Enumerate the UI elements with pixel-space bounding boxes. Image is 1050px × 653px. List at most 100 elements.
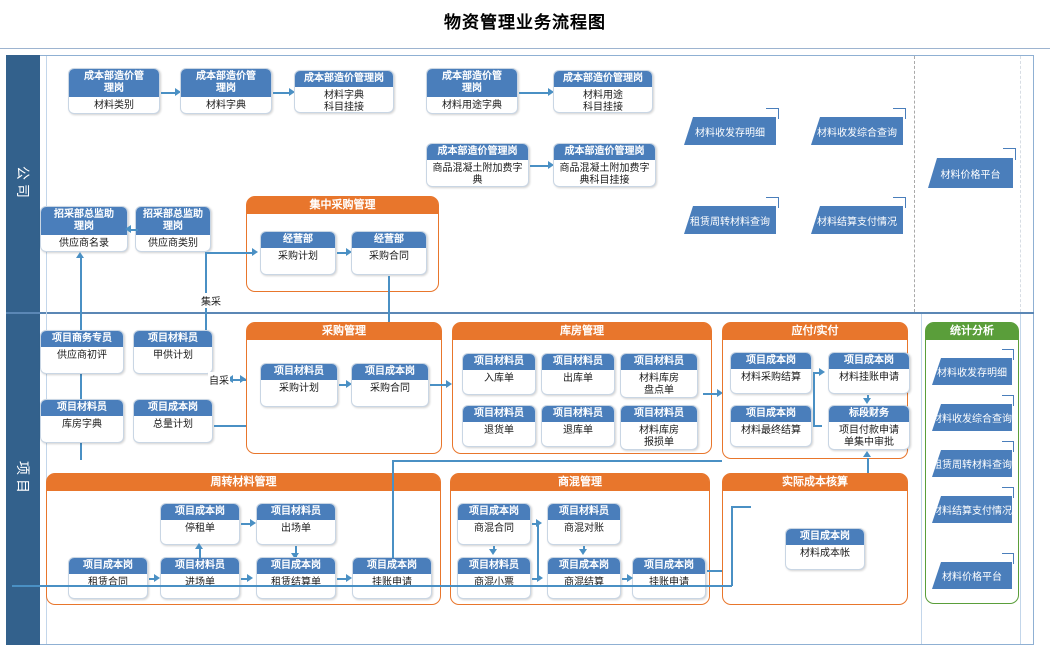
box-central-purchase-plan[interactable]: 经营部 采购计划 [260, 231, 336, 275]
connector [813, 372, 815, 426]
box-payment-application-approval[interactable]: 标段财务 项目付款申请 单集中审批 [828, 405, 910, 450]
box-return-to-warehouse[interactable]: 项目材料员 退库单 [541, 405, 615, 447]
box-warehouse-stocktake[interactable]: 项目材料员 材料库房 盘点单 [620, 353, 698, 398]
box-material-dictionary[interactable]: 成本部造价管 理岗 材料字典 [180, 68, 272, 114]
box-project-purchase-contract[interactable]: 项目成本岗 采购合同 [351, 363, 429, 407]
page-title: 物资管理业务流程图 [444, 13, 606, 32]
box-return-to-supplier[interactable]: 项目材料员 退货单 [462, 405, 536, 447]
stats-report-material-settlement-payment[interactable]: 材料结算支付情况 [932, 496, 1012, 523]
connector [129, 229, 138, 231]
box-supplier-category[interactable]: 招采部总监助 理岗 供应商类别 [135, 206, 211, 252]
box-stop-rent-order[interactable]: 项目成本岗 停租单 [160, 503, 240, 545]
box-material-final-settlement[interactable]: 项目成本岗 材料最终结算 [730, 405, 812, 447]
task-label: 出场单 [281, 523, 311, 534]
box-concrete-reconciliation[interactable]: 项目材料员 商混对账 [547, 503, 621, 545]
lane-label-company: 公司 [6, 55, 40, 312]
role-label: 项目成本岗 [458, 504, 530, 520]
box-warehouse-loss-report[interactable]: 项目材料员 材料库房 报损单 [620, 405, 698, 450]
task-label: 材料库房 报损单 [639, 425, 679, 448]
report-corner-mark [766, 197, 779, 208]
connector [530, 165, 551, 167]
report-label: 租赁周转材料查询 [932, 460, 1012, 471]
box-concrete-surcharge-subject-link[interactable]: 成本部造价管理岗 商品混凝土附加费字 典科目挂接 [553, 143, 656, 187]
arrow-head [291, 553, 299, 559]
role-label: 项目成本岗 [786, 529, 864, 545]
box-concrete-ticket[interactable]: 项目材料员 商混小票 [457, 557, 531, 599]
connector [867, 395, 869, 400]
connector [339, 384, 349, 386]
role-label: 成本部造价管理岗 [427, 144, 528, 160]
box-material-payable-application[interactable]: 项目成本岗 材料挂账申请 [828, 352, 910, 394]
box-lease-contract[interactable]: 项目成本岗 租赁合同 [68, 557, 148, 599]
box-lease-settlement-order[interactable]: 项目成本岗 租赁结算单 [256, 557, 336, 599]
task-label: 租赁合同 [88, 577, 128, 588]
box-central-purchase-contract[interactable]: 经营部 采购合同 [351, 231, 427, 275]
box-material-usage-dictionary[interactable]: 成本部造价管 理岗 材料用途字典 [426, 68, 518, 114]
box-total-quantity-plan[interactable]: 项目成本岗 总量计划 [133, 399, 213, 443]
box-enter-site-order[interactable]: 项目材料员 进场单 [160, 557, 240, 599]
box-material-dict-subject-link[interactable]: 成本部造价管理岗 材料字典 科目挂接 [294, 70, 394, 113]
edge-label-central-purchase: 集采 [200, 293, 222, 308]
box-turnover-payable-application[interactable]: 项目成本岗 挂账申请 [352, 557, 432, 599]
box-material-purchase-settlement[interactable]: 项目成本岗 材料采购结算 [730, 352, 812, 394]
group-actual-cost-accounting: 实际成本核算 [722, 473, 908, 605]
box-supplier-preliminary-review[interactable]: 项目商务专员 供应商初评 [40, 330, 124, 374]
report-lease-turnover-query[interactable]: 租赁周转材料查询 [684, 206, 776, 234]
box-concrete-surcharge-dictionary[interactable]: 成本部造价管理岗 商品混凝土附加费字 典 [426, 143, 529, 187]
guide-line-project-right [1020, 314, 1021, 644]
group-title: 商混管理 [451, 474, 709, 491]
stats-report-material-receipt-detail[interactable]: 材料收发存明细 [932, 358, 1012, 385]
box-supplier-directory[interactable]: 招采部总监助 理岗 供应商名录 [40, 206, 128, 252]
report-label: 材料收发存明细 [937, 368, 1007, 379]
task-label: 商混合同 [474, 523, 514, 534]
box-concrete-contract[interactable]: 项目成本岗 商混合同 [457, 503, 531, 545]
report-material-price-platform[interactable]: 材料价格平台 [928, 158, 1013, 188]
connector [493, 546, 495, 551]
connector [80, 330, 82, 460]
connector [731, 506, 751, 508]
report-material-receipt-query[interactable]: 材料收发综合查询 [811, 117, 903, 145]
box-warehouse-dictionary[interactable]: 项目材料员 库房字典 [40, 399, 124, 443]
report-material-settlement-payment[interactable]: 材料结算支付情况 [811, 206, 903, 234]
connector [161, 92, 177, 94]
task-label: 退货单 [484, 425, 514, 436]
task-label: 甲供计划 [153, 350, 193, 361]
connector [12, 585, 732, 587]
group-title: 周转材料管理 [47, 474, 440, 491]
role-label: 经营部 [352, 232, 426, 248]
task-label: 总量计划 [153, 419, 193, 430]
role-label: 项目材料员 [161, 558, 239, 574]
box-outbound-order[interactable]: 项目材料员 出库单 [541, 353, 615, 395]
report-corner-mark [766, 108, 779, 119]
role-label: 项目成本岗 [353, 558, 431, 574]
box-material-cost-ledger[interactable]: 项目成本岗 材料成本帐 [785, 528, 865, 570]
stats-report-lease-turnover-query[interactable]: 租赁周转材料查询 [932, 450, 1012, 477]
task-label: 商混小票 [474, 577, 514, 588]
report-corner-mark [1002, 395, 1014, 406]
role-label: 经营部 [261, 232, 335, 248]
box-owner-supply-plan[interactable]: 项目材料员 甲供计划 [133, 330, 213, 374]
report-material-receipt-detail[interactable]: 材料收发存明细 [684, 117, 776, 145]
group-title: 采购管理 [247, 323, 441, 340]
connector [80, 258, 82, 332]
connector [532, 523, 538, 525]
box-material-usage-subject-link[interactable]: 成本部造价管理岗 材料用途 科目挂接 [553, 70, 653, 113]
role-label: 项目成本岗 [161, 504, 239, 520]
box-exit-site-order[interactable]: 项目材料员 出场单 [256, 503, 336, 545]
role-label: 项目材料员 [458, 558, 530, 574]
box-concrete-payable-application[interactable]: 项目成本岗 挂账申请 [632, 557, 706, 599]
arrow-head [125, 225, 131, 233]
stats-report-material-price-platform[interactable]: 材料价格平台 [932, 562, 1012, 589]
role-label: 项目材料员 [621, 406, 697, 422]
arrow-head [489, 549, 497, 555]
task-label: 入库单 [484, 373, 514, 384]
box-project-purchase-plan[interactable]: 项目材料员 采购计划 [260, 363, 338, 407]
task-label: 商品混凝土附加费字 典 [432, 163, 523, 186]
lane-divider [6, 312, 1034, 314]
connector [813, 425, 822, 427]
box-inbound-order[interactable]: 项目材料员 入库单 [462, 353, 536, 395]
box-concrete-settlement[interactable]: 项目成本岗 商混结算 [547, 557, 621, 599]
stats-report-material-receipt-query[interactable]: 材料收发综合查询 [932, 404, 1012, 431]
box-material-category[interactable]: 成本部造价管 理岗 材料类别 [68, 68, 160, 114]
role-label: 项目材料员 [542, 354, 614, 370]
